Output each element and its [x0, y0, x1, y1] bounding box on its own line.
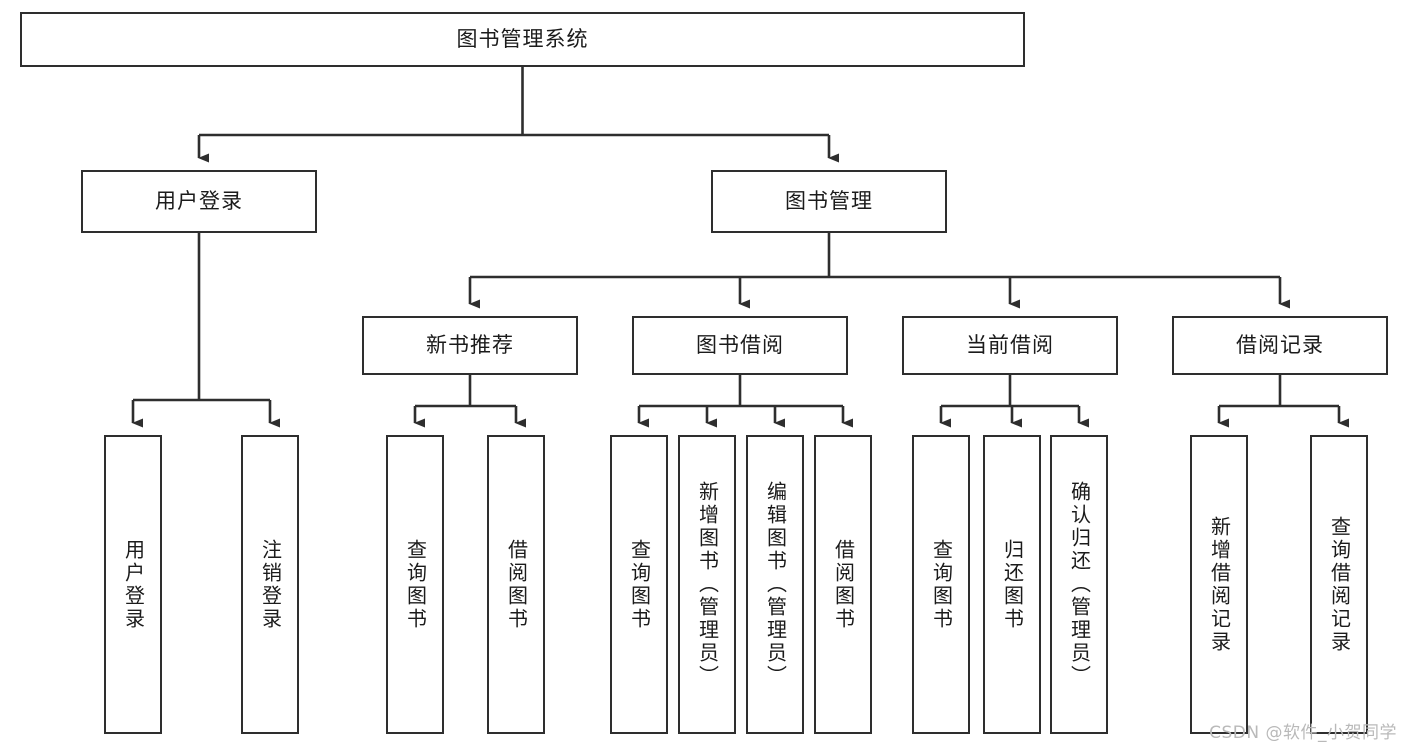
- leaf-query-borrow-record-label: 查询借阅记录: [1327, 515, 1352, 654]
- node-book-management-label: 图书管理: [785, 188, 873, 213]
- leaf-recommend-borrow-book-label: 借阅图书: [504, 538, 529, 631]
- node-borrow-record-label: 借阅记录: [1236, 332, 1324, 357]
- node-user-login[interactable]: 用户登录: [81, 170, 317, 233]
- node-user-login-label: 用户登录: [155, 188, 243, 213]
- leaf-borrow-query-book[interactable]: 查询图书: [610, 435, 668, 734]
- leaf-add-book-admin[interactable]: 新增图书（管理员）: [678, 435, 736, 734]
- node-book-borrow-label: 图书借阅: [696, 332, 784, 357]
- leaf-edit-book-admin[interactable]: 编辑图书（管理员）: [746, 435, 804, 734]
- node-current-borrow-label: 当前借阅: [966, 332, 1054, 357]
- node-book-management[interactable]: 图书管理: [711, 170, 947, 233]
- leaf-add-book-admin-label: 新增图书（管理员）: [695, 481, 720, 688]
- leaf-add-borrow-record[interactable]: 新增借阅记录: [1190, 435, 1248, 734]
- leaf-user-logout-label: 注销登录: [258, 538, 283, 631]
- leaf-user-logout[interactable]: 注销登录: [241, 435, 299, 734]
- leaf-recommend-query-book[interactable]: 查询图书: [386, 435, 444, 734]
- node-borrow-record[interactable]: 借阅记录: [1172, 316, 1388, 375]
- node-new-book-recommend[interactable]: 新书推荐: [362, 316, 578, 375]
- leaf-current-query-book[interactable]: 查询图书: [912, 435, 970, 734]
- leaf-edit-book-admin-label: 编辑图书（管理员）: [763, 481, 788, 688]
- node-root-label: 图书管理系统: [456, 26, 589, 51]
- leaf-query-borrow-record[interactable]: 查询借阅记录: [1310, 435, 1368, 734]
- node-root[interactable]: 图书管理系统: [20, 12, 1025, 67]
- node-current-borrow[interactable]: 当前借阅: [902, 316, 1118, 375]
- leaf-return-book-label: 归还图书: [1000, 538, 1025, 631]
- leaf-return-book[interactable]: 归还图书: [983, 435, 1041, 734]
- leaf-add-borrow-record-label: 新增借阅记录: [1207, 515, 1232, 654]
- leaf-user-login-label: 用户登录: [121, 538, 146, 631]
- leaf-user-login[interactable]: 用户登录: [104, 435, 162, 734]
- leaf-borrow-query-book-label: 查询图书: [627, 538, 652, 631]
- leaf-borrow-book-label: 借阅图书: [831, 538, 856, 631]
- leaf-recommend-query-book-label: 查询图书: [403, 538, 428, 631]
- leaf-current-query-book-label: 查询图书: [929, 538, 954, 631]
- node-new-book-recommend-label: 新书推荐: [426, 332, 514, 357]
- leaf-borrow-book[interactable]: 借阅图书: [814, 435, 872, 734]
- leaf-recommend-borrow-book[interactable]: 借阅图书: [487, 435, 545, 734]
- node-book-borrow[interactable]: 图书借阅: [632, 316, 848, 375]
- leaf-confirm-return-admin-label: 确认归还（管理员）: [1067, 481, 1092, 688]
- tree-connectors: [131, 67, 1349, 428]
- leaf-confirm-return-admin[interactable]: 确认归还（管理员）: [1050, 435, 1108, 734]
